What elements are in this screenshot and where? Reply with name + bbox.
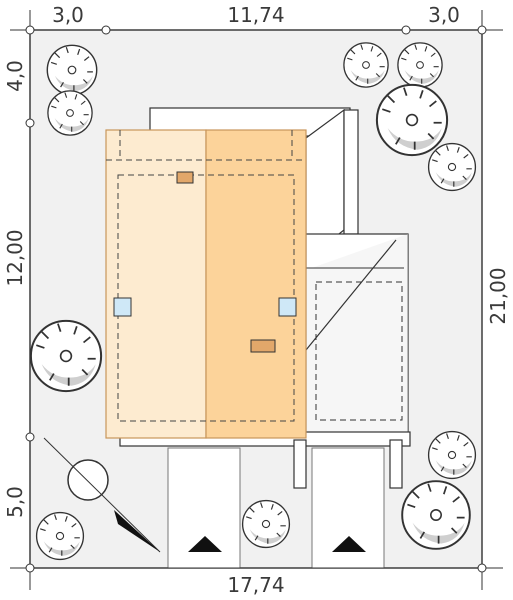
tree-icon [35, 511, 85, 561]
dim-bottom-total: 17,74 [227, 573, 284, 597]
house-roof [105, 129, 307, 439]
dim-right-total: 21,00 [486, 267, 510, 324]
tree-icon [29, 319, 103, 393]
tree-icon [427, 142, 477, 192]
dim-left-middle: 12,00 [3, 229, 27, 286]
tree-icon [401, 480, 471, 550]
chimney [176, 171, 194, 184]
tree-icon [241, 499, 291, 549]
tree-icon [397, 42, 443, 88]
dim-top-width: 11,74 [227, 3, 284, 27]
chimney [250, 339, 276, 353]
skylight [113, 297, 132, 317]
skylight [278, 297, 297, 317]
dim-top-right: 3,0 [428, 3, 460, 27]
entrance-arrow-icon [188, 536, 222, 552]
tree-icon [375, 83, 449, 157]
entrance-arrow-icon [332, 536, 366, 552]
tree-icon [47, 90, 93, 136]
dimension-lines [10, 10, 503, 590]
tree-icon [343, 42, 389, 88]
dim-left-bottom: 5,0 [3, 486, 27, 518]
north-arrow-icon [43, 437, 161, 553]
dim-left-top: 4,0 [3, 60, 27, 92]
tree-icon [46, 44, 98, 96]
dim-top-left: 3,0 [52, 3, 84, 27]
driveway [167, 447, 385, 569]
tree-icon [427, 430, 477, 480]
